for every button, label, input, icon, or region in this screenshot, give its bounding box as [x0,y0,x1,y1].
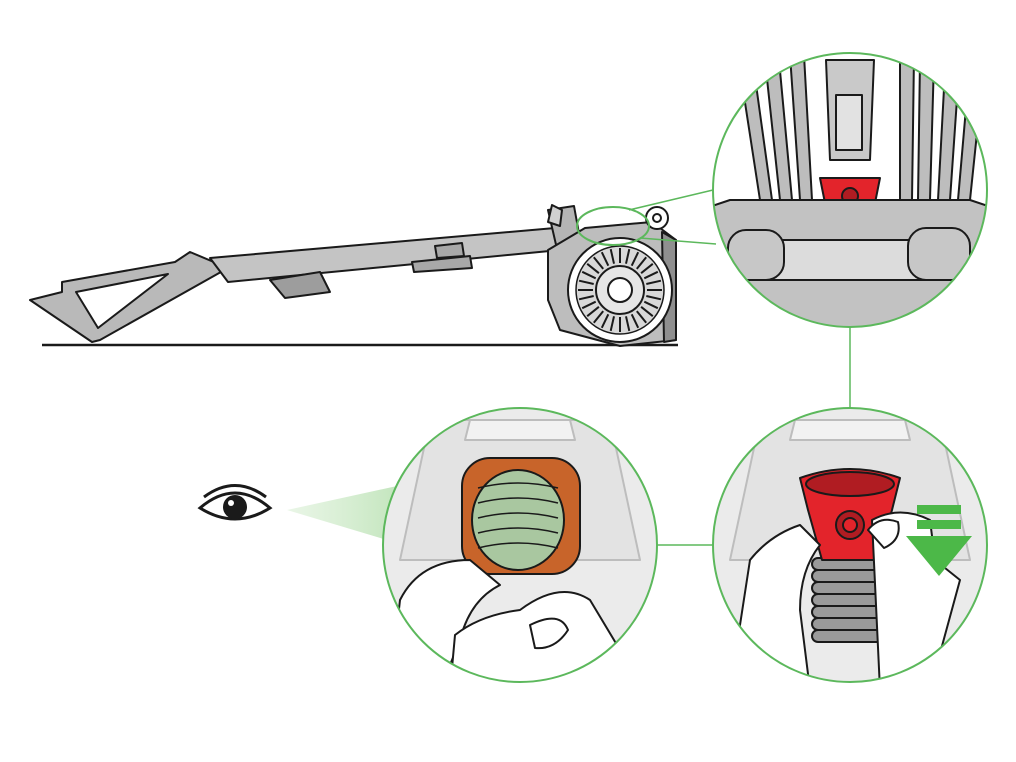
brush-roll-center [607,277,633,303]
rear-knob-center [652,213,662,223]
bristle [600,313,610,329]
bristle [609,316,615,332]
hose-ring [477,497,559,504]
wand-collar [434,242,465,259]
body-top-bracket [547,204,563,227]
hose-inner-rings [477,482,559,549]
bristle [625,316,631,332]
down-arrow-icon [906,505,972,576]
housing-top-rim [789,419,911,441]
bristle [586,306,600,317]
bristle [593,256,604,270]
hose-ring [477,527,559,534]
bristle [593,310,604,324]
bristle [600,251,610,267]
housing-top-rim [464,419,576,441]
bristle [586,263,600,274]
wand-bottom-detail [269,271,331,299]
bristle [643,270,659,280]
callout-line-upper [628,189,714,211]
bristle [581,270,597,280]
bristle [640,306,654,317]
left-wheel [727,229,785,281]
connector-arm [835,94,863,151]
eye-icon [197,484,273,521]
bristle [646,295,662,301]
hose-ring [477,542,559,549]
vacuum-wand [209,227,561,283]
bristle [640,263,654,274]
bristle [643,300,659,310]
cap-top-opening [805,471,895,497]
bristle [630,251,640,267]
zoom-panel-hose-connector [712,52,988,328]
rib-fin [899,54,915,201]
zoom-panel-inspect-hose [382,407,658,683]
hose-ring [477,482,559,489]
right-hand [871,511,961,682]
vacuum-cleaner-reclined [29,204,677,347]
brush-roll-bristles [578,248,662,332]
hose-opening [471,469,565,571]
bristle [646,279,662,285]
bristle [578,295,594,301]
bristle [625,248,631,264]
wand-clip [411,255,473,273]
bristle [578,279,594,285]
bristle [636,256,647,270]
callout-line-lower [639,237,717,245]
callout-ellipse [576,206,650,246]
corrugated-hose [811,557,889,643]
handle-grip-opening [75,273,169,329]
right-wheel [907,227,971,281]
hose-ring [477,512,559,519]
bristle [581,300,597,310]
thumb [529,617,569,650]
bristle [636,310,647,324]
fingers [867,518,900,549]
bristle [630,313,640,329]
bristle [609,248,615,264]
